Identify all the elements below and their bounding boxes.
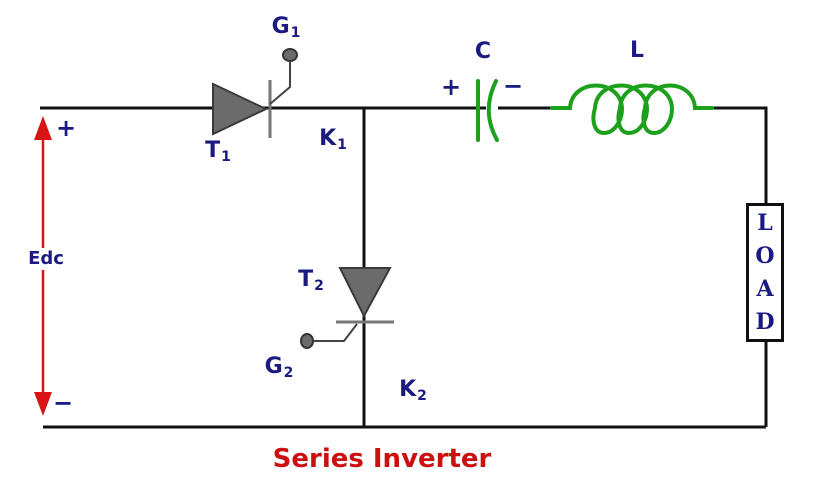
capacitor-label: C xyxy=(474,39,492,64)
inductor-label: L xyxy=(629,38,645,63)
edc-arrow xyxy=(34,116,52,416)
thyristor-t2-symbol xyxy=(300,267,394,349)
gate1-terminal-icon xyxy=(282,48,298,62)
load-letter: D xyxy=(755,309,775,336)
inductor-symbol xyxy=(550,83,714,136)
capacitor-minus-sign: − xyxy=(502,72,524,100)
load-letter: O xyxy=(755,242,775,269)
cathode1-label: K1 xyxy=(319,126,347,153)
gate2-terminal-icon xyxy=(300,333,314,349)
top-wire-right xyxy=(710,106,768,205)
edc-label: Edc xyxy=(26,248,66,269)
source-plus-sign: + xyxy=(55,114,77,142)
thyristor2-label: T2 xyxy=(298,267,324,294)
diagram-title: Series Inverter xyxy=(272,444,492,474)
source-minus-sign: − xyxy=(52,389,74,417)
thyristor1-label: T1 xyxy=(205,138,231,165)
gate2-label: G2 xyxy=(264,354,294,381)
cathode2-label: K2 xyxy=(399,377,427,404)
load-letter: L xyxy=(757,209,773,236)
capacitor-symbol xyxy=(476,79,499,142)
load-box: L O A D xyxy=(746,203,784,342)
thyristor-t1-symbol xyxy=(212,48,298,138)
load-letter: A xyxy=(756,276,774,303)
capacitor-plus-sign: + xyxy=(440,73,462,101)
gate1-label: G1 xyxy=(271,14,301,41)
